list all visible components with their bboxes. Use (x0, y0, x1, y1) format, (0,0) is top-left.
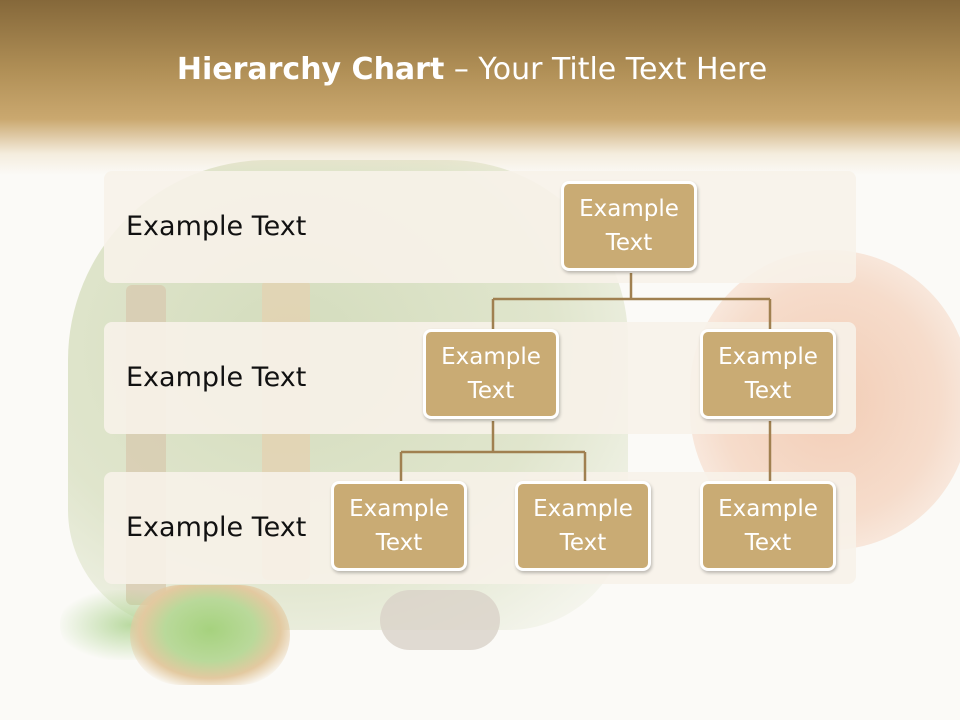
row-band-1: Example Text (104, 171, 856, 283)
slide-title: Hierarchy Chart – Your Title Text Here (0, 52, 944, 87)
node-level3-left[interactable]: Example Text (331, 481, 467, 571)
row-label-2: Example Text (126, 362, 307, 393)
background-stone (380, 590, 500, 650)
connector-level2-left (399, 421, 587, 482)
node-root-text: Example Text (579, 196, 679, 256)
title-rest: – Your Title Text Here (444, 52, 768, 87)
row-label-1: Example Text (126, 211, 307, 242)
node-level2-left-text: Example Text (441, 344, 541, 404)
background-bowl (130, 585, 290, 685)
node-level2-right[interactable]: Example Text (700, 329, 836, 419)
title-bar (0, 0, 960, 175)
node-level3-middle-text: Example Text (533, 496, 633, 556)
connector-root (491, 273, 772, 330)
node-root[interactable]: Example Text (561, 181, 697, 271)
title-bold: Hierarchy Chart (176, 52, 445, 87)
node-level2-right-text: Example Text (718, 344, 818, 404)
node-level3-left-text: Example Text (349, 496, 449, 556)
node-level3-right[interactable]: Example Text (700, 481, 836, 571)
node-level3-right-text: Example Text (718, 496, 818, 556)
row-label-3: Example Text (126, 512, 307, 543)
node-level3-middle[interactable]: Example Text (515, 481, 651, 571)
node-level2-left[interactable]: Example Text (423, 329, 559, 419)
